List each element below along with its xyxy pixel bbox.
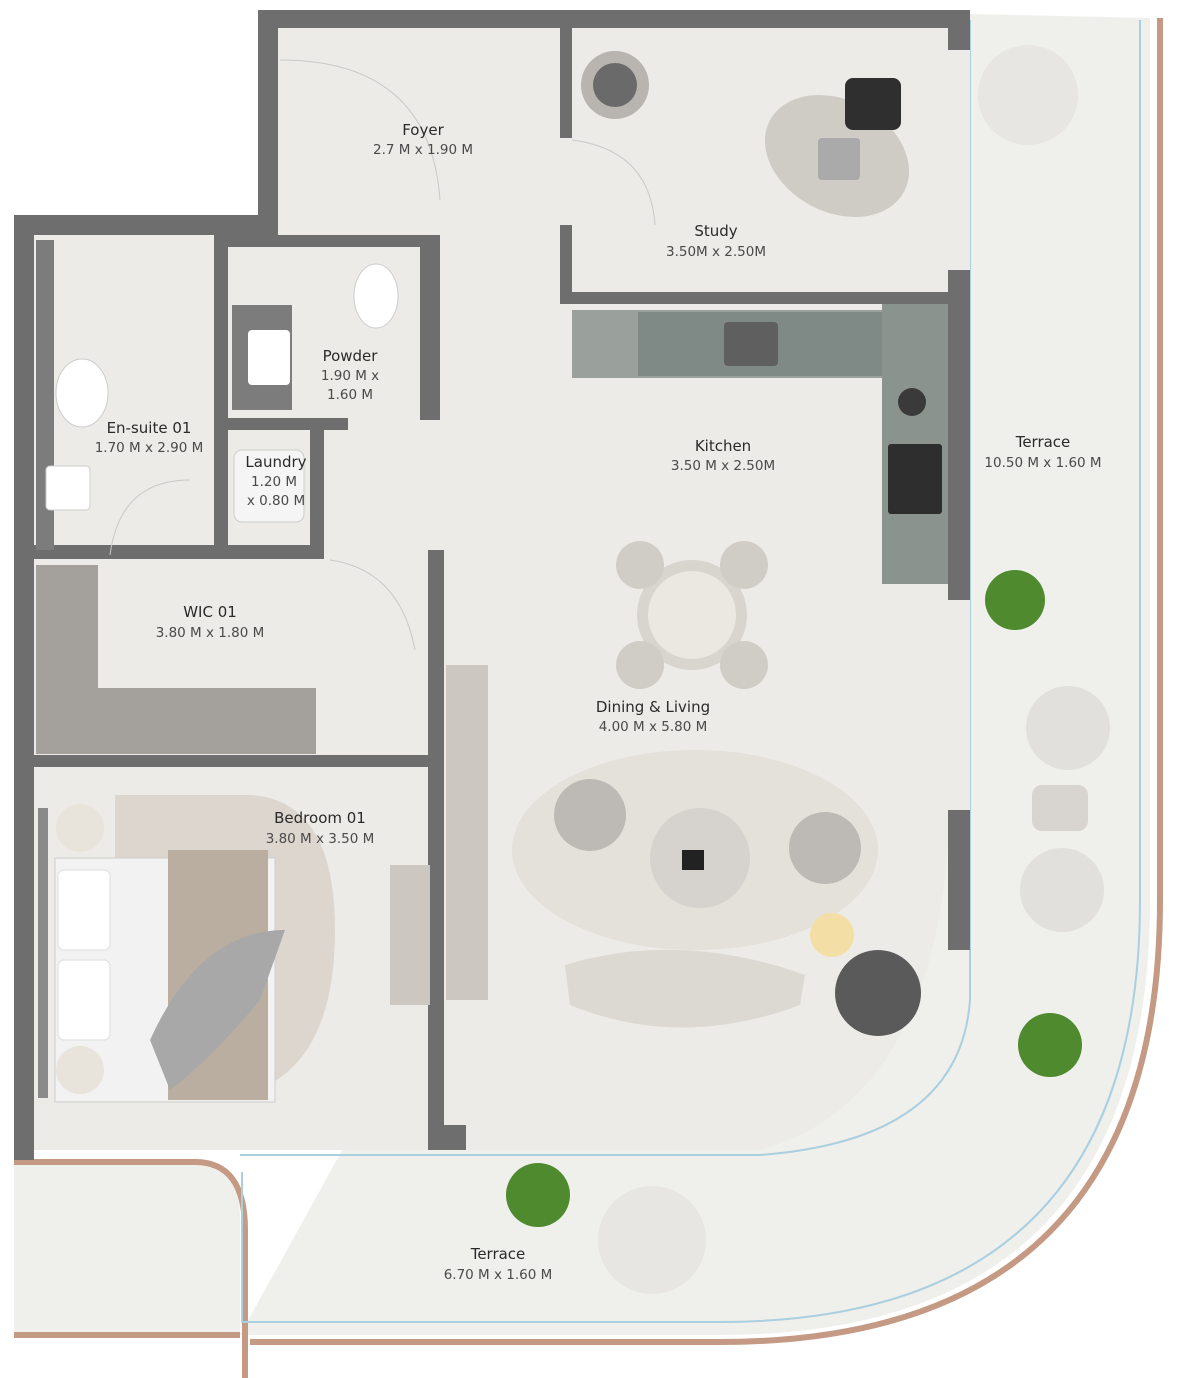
terrace-east-label: Terrace xyxy=(1015,433,1071,451)
bedroom-size: 3.80 M x 3.50 M xyxy=(266,831,375,847)
bedroom-furniture xyxy=(38,795,430,1103)
living-furniture xyxy=(446,541,921,1036)
bathroom-fixtures xyxy=(36,240,399,550)
plant-icon xyxy=(1018,1013,1082,1077)
laundry-size-1: 1.20 M xyxy=(251,474,297,490)
ensuite-size: 1.70 M x 2.90 M xyxy=(95,440,204,456)
study-label: Study xyxy=(694,222,737,240)
foyer-size: 2.7 M x 1.90 M xyxy=(373,142,473,158)
walls xyxy=(14,10,970,1160)
dining-living-label: Dining & Living xyxy=(596,698,710,716)
wic-size: 3.80 M x 1.80 M xyxy=(156,625,265,641)
plant-icon xyxy=(506,1163,570,1227)
door-swings xyxy=(109,59,656,651)
plant-icon xyxy=(985,570,1045,630)
wic-label: WIC 01 xyxy=(183,603,237,621)
powder-label: Powder xyxy=(323,347,379,365)
wic-cabinets xyxy=(36,565,316,754)
laundry-size-2: x 0.80 M xyxy=(247,493,305,509)
terrace-south-size: 6.70 M x 1.60 M xyxy=(444,1267,553,1283)
study-furniture xyxy=(581,51,910,217)
terrace-south-label: Terrace xyxy=(470,1245,526,1263)
foyer-label: Foyer xyxy=(402,121,444,139)
cooktop-icon xyxy=(888,444,942,514)
powder-size-1: 1.90 M x xyxy=(321,368,379,384)
study-size: 3.50M x 2.50M xyxy=(666,244,766,260)
glazing-line xyxy=(240,20,1141,1323)
terrace-east-size: 10.50 M x 1.60 M xyxy=(984,455,1101,471)
kitchen-label: Kitchen xyxy=(695,437,751,455)
kitchen-counter xyxy=(572,304,948,584)
powder-size-2: 1.60 M xyxy=(327,387,373,403)
kitchen-size: 3.50 M x 2.50M xyxy=(671,458,775,474)
terrace-furniture xyxy=(506,45,1110,1294)
terrace-edge xyxy=(14,18,1163,1378)
dining-living-size: 4.00 M x 5.80 M xyxy=(599,719,708,735)
bedroom-label: Bedroom 01 xyxy=(274,809,366,827)
ensuite-label: En-suite 01 xyxy=(107,419,192,437)
laundry-label: Laundry xyxy=(245,453,306,471)
room-labels: Foyer 2.7 M x 1.90 M Study 3.50M x 2.50M… xyxy=(95,121,1102,1283)
